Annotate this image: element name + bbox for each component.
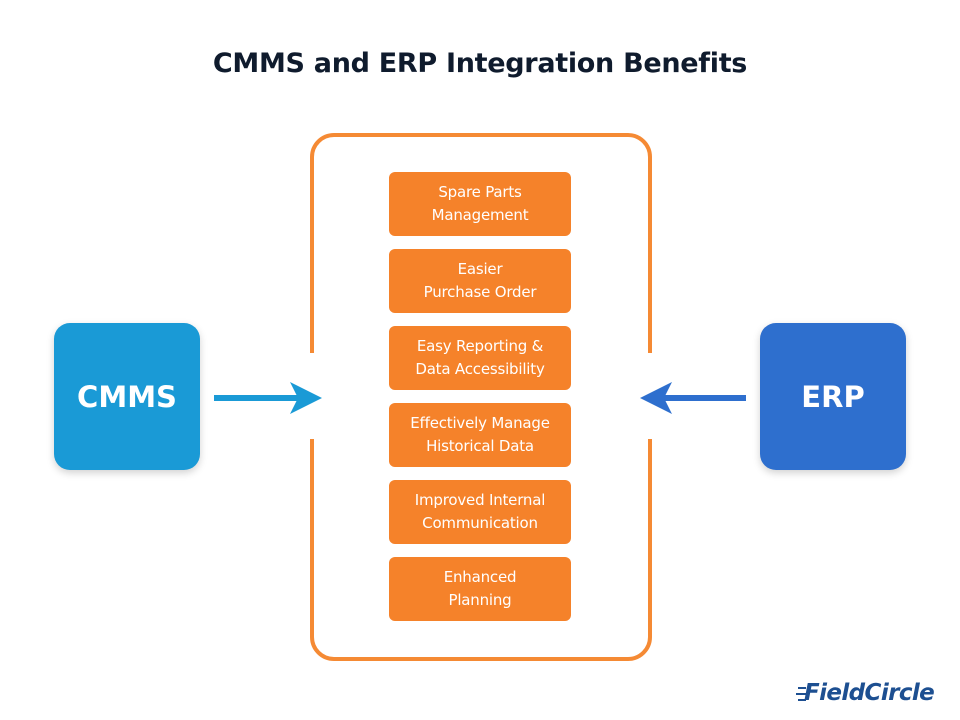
brand-name: FieldCircle bbox=[804, 680, 935, 706]
benefit-box: Effectively Manage Historical Data bbox=[389, 403, 571, 467]
benefit-box: Enhanced Planning bbox=[389, 557, 571, 621]
speed-lines-icon bbox=[796, 687, 806, 701]
cmms-label: CMMS bbox=[77, 379, 177, 414]
benefits-list: Spare Parts Management Easier Purchase O… bbox=[389, 172, 571, 634]
benefit-label: Improved Internal Communication bbox=[414, 491, 546, 532]
right-arrow-icon bbox=[214, 382, 322, 414]
erp-box: ERP bbox=[760, 323, 906, 470]
erp-label: ERP bbox=[801, 379, 865, 414]
benefit-label: Enhanced Planning bbox=[443, 568, 517, 609]
benefit-box: Spare Parts Management bbox=[389, 172, 571, 236]
benefit-label: Spare Parts Management bbox=[431, 183, 529, 224]
benefit-label: Easy Reporting & Data Accessibility bbox=[415, 337, 545, 378]
left-arrow-icon bbox=[640, 382, 746, 414]
diagram-title: CMMS and ERP Integration Benefits bbox=[212, 48, 748, 79]
benefit-label: Effectively Manage Historical Data bbox=[410, 414, 550, 455]
benefit-box: Easier Purchase Order bbox=[389, 249, 571, 313]
benefit-box: Easy Reporting & Data Accessibility bbox=[389, 326, 571, 390]
cmms-box: CMMS bbox=[54, 323, 200, 470]
benefit-box: Improved Internal Communication bbox=[389, 480, 571, 544]
benefit-label: Easier Purchase Order bbox=[423, 260, 537, 301]
brand-logo: FieldCircle bbox=[796, 680, 948, 710]
